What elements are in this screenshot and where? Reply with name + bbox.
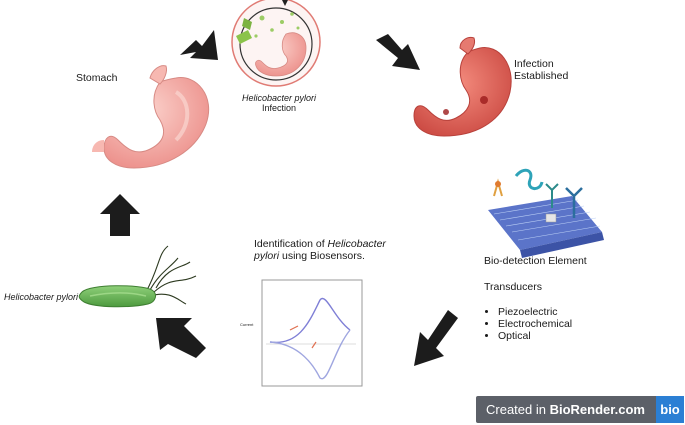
transducer-item: Electrochemical [498, 318, 572, 330]
cv-axis-label: Current [240, 322, 254, 327]
arrow-to-transducers [414, 310, 458, 366]
bacterium-label: Helicobacter pylori [4, 292, 79, 302]
arrow-to-infection [180, 30, 218, 60]
transducers-list: Piezoelectric Electrochemical Optical [484, 306, 572, 342]
transducer-item: Piezoelectric [498, 306, 572, 318]
biodetection-illustration [488, 168, 604, 258]
arrow-to-bacterium [156, 318, 206, 358]
badge-text: Created in BioRender.com [476, 402, 656, 417]
stomach-label: Stomach [76, 72, 118, 84]
bacterium-illustration [78, 245, 197, 308]
infection-species: Helicobacter pylori [241, 93, 317, 103]
biorender-badge[interactable]: Created in BioRender.com bio [476, 396, 684, 423]
established-line1: Infection [514, 58, 554, 70]
infection-caption: Helicobacter pylori Infection [236, 93, 322, 113]
infection-illustration [231, 0, 321, 87]
transducer-item: Optical [498, 330, 572, 342]
stomach-illustration [92, 65, 210, 169]
infected-stomach-illustration [413, 37, 512, 137]
arrow-to-established [376, 34, 420, 70]
infection-word: Infection [261, 103, 297, 113]
established-label: Infection Established [514, 58, 568, 82]
arrow-to-stomach [100, 194, 140, 236]
ident-species: Helicobacter [327, 238, 386, 250]
transducers-title: Transducers [484, 281, 542, 293]
biodetection-label: Bio-detection Element [484, 255, 587, 267]
cv-plot [261, 279, 363, 387]
biorender-logo-icon: bio [656, 396, 684, 423]
established-line2: Established [514, 70, 569, 82]
ident-species-2: pylori [254, 250, 280, 262]
ident-suffix: using Biosensors. [279, 250, 365, 262]
badge-brand: BioRender.com [549, 402, 645, 417]
badge-prefix: Created in [486, 402, 550, 417]
ident-prefix: Identification of [254, 238, 328, 250]
identification-label: Identification of Helicobacter pylori us… [254, 238, 414, 262]
